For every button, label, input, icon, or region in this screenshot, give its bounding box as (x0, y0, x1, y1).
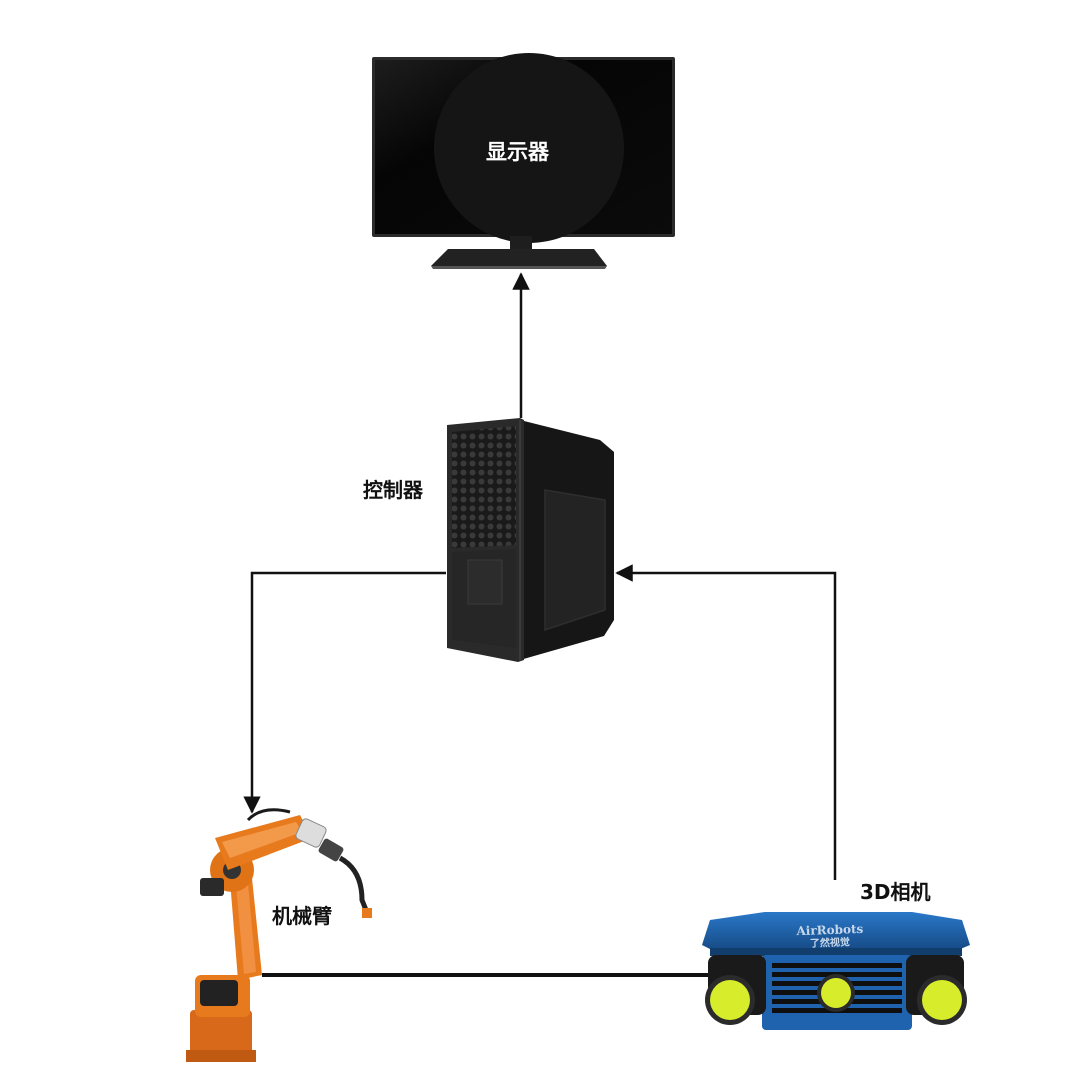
robot-arm-label: 机械臂 (272, 904, 332, 928)
3d-camera-icon: AirRobots 了然视觉 (702, 912, 970, 1030)
connection-controller-to-robot-arm (243, 571, 446, 814)
camera-brand-subtext: 了然视觉 (810, 935, 850, 949)
robot-arm-icon (186, 808, 372, 1062)
controller-label: 控制器 (363, 478, 423, 502)
monitor-icon (372, 53, 675, 269)
connections (243, 272, 837, 977)
monitor-label: 显示器 (486, 140, 549, 164)
connection-camera-to-controller (615, 564, 837, 880)
camera-brand-text: AirRobots (795, 922, 864, 938)
pc-tower-icon (447, 418, 614, 662)
camera-label: 3D相机 (860, 880, 931, 904)
